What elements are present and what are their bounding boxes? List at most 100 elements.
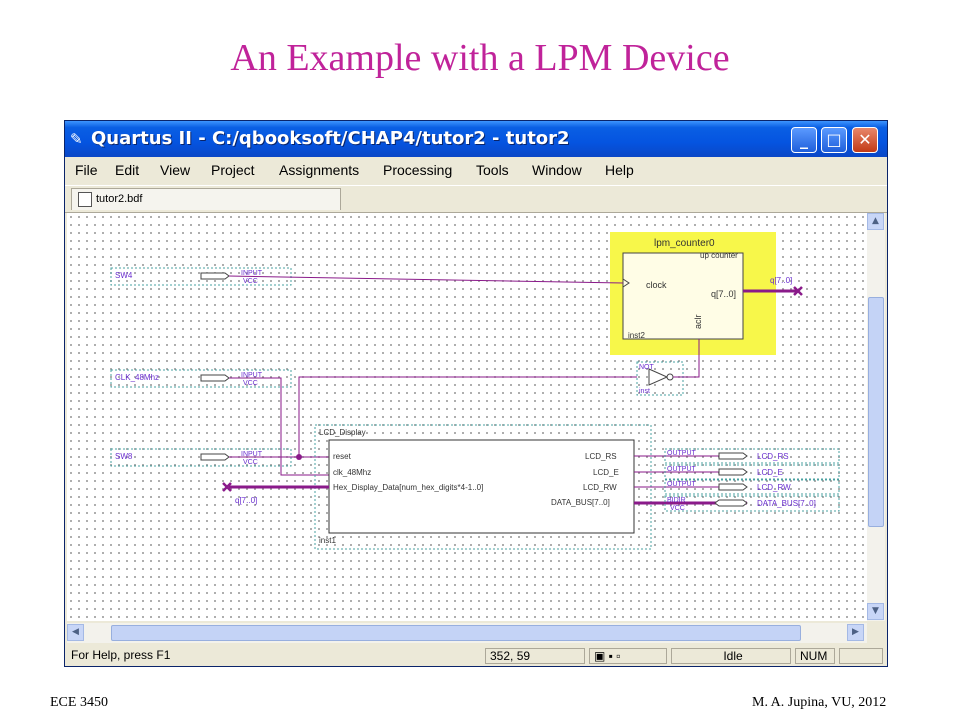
lcd-in-clk: clk_48Mhz [333,468,371,477]
pin-data-bus-type: BIDIR [667,497,686,504]
menu-bar: File Edit View Project Assignments Proce… [65,157,887,185]
status-state: Idle [671,648,791,664]
lcd-in-reset: reset [333,452,352,461]
pin-data-bus-name: DATA_BUS[7..0] [757,499,816,508]
hex-data-label: q[7..0] [235,496,257,505]
menu-file[interactable]: File [75,162,98,178]
scroll-left-icon[interactable]: ◀ [67,624,84,641]
not-gate-name: NOT [639,364,655,371]
close-button[interactable]: ✕ [852,127,878,153]
wire-reset-not [298,376,637,457]
quartus-window: ✎ Quartus II - C:/qbooksoft/CHAP4/tutor2… [64,120,888,667]
menu-processing[interactable]: Processing [383,162,453,178]
pin-clk-box[interactable] [110,369,292,388]
maximize-button[interactable]: □ [821,127,847,153]
lcd-out-rw: LCD_RW [583,483,617,492]
pin-sw8-name: SW8 [115,452,133,461]
quartus-app-icon: ✎ [70,130,83,148]
counter-name: lpm_counter0 [654,238,715,249]
horizontal-scrollbar[interactable]: ◀ ▶ [67,623,867,643]
not-gate-box[interactable] [636,361,684,396]
menu-tools[interactable]: Tools [476,162,509,178]
scroll-right-icon[interactable]: ▶ [847,624,864,641]
status-icons: ▣ ▪ ▫ [589,648,667,664]
footer-author: M. A. Jupina, VU, 2012 [752,695,887,710]
lcd-display-block[interactable] [328,439,635,534]
counter-subtitle: up counter [700,251,738,260]
bdf-file-icon [78,192,92,207]
vertical-scroll-thumb[interactable] [868,297,884,527]
pin-sw4-type: INPUT [241,270,263,277]
hex-data-x-icon [222,482,232,492]
wire-not-aclr [673,339,700,378]
pin-lcd-e-type: OUTPUT [667,466,697,473]
counter-clock-triangle [622,278,630,288]
pin-data-bus-default: VCC [670,505,685,512]
pin-clk-symbol [200,374,230,382]
pin-clk-type: INPUT [241,372,263,379]
pin-lcd-rs-box[interactable] [664,448,840,464]
status-num: NUM [795,648,835,664]
status-help-text: For Help, press F1 [71,648,171,662]
pin-data-bus-symbol [714,499,748,507]
pin-lcd-rs-type: OUTPUT [667,450,697,457]
pin-clk-name: CLK_48Mhz [115,373,159,382]
scroll-up-icon[interactable]: ▲ [867,213,884,230]
pin-sw4-default: VCC [243,278,258,285]
document-tab[interactable]: tutor2.bdf [71,188,341,210]
horizontal-scroll-thumb[interactable] [111,625,801,641]
vertical-scrollbar[interactable]: ▲ ▼ [867,213,885,621]
counter-instance: inst2 [628,331,645,340]
wire-junction [296,454,302,460]
slide-title: An Example with a LPM Device [230,37,730,79]
lcd-out-rs: LCD_RS [585,452,617,461]
lcd-out-e: LCD_E [593,468,619,477]
pin-sw4-symbol [200,272,230,280]
pin-lcd-rs-symbol [718,452,748,460]
scroll-down-icon[interactable]: ▼ [867,603,884,620]
not-gate-instance: inst [639,388,650,395]
status-empty-cell [839,648,883,664]
footer-course: ECE 3450 [50,695,108,710]
lcd-out-bus: DATA_BUS[7..0] [551,498,610,507]
pin-lcd-rs-name: LCD_RS [757,452,789,461]
wire-clk [229,377,329,476]
minimize-button[interactable]: _ [791,127,817,153]
document-tab-bar: tutor2.bdf [65,185,887,213]
menu-view[interactable]: View [160,162,191,178]
pin-sw8-symbol [200,453,230,461]
not-gate-bubble [666,373,674,381]
document-tab-label: tutor2.bdf [96,193,143,205]
lcd-display-name: LCD_Display [319,428,366,437]
window-title: Quartus II - C:/qbooksoft/CHAP4/tutor2 -… [91,128,570,149]
counter-aclr-port: aclr [693,314,703,329]
menu-window[interactable]: Window [532,162,582,178]
pin-lcd-rw-type: OUTPUT [667,481,697,488]
pin-data-bus-box[interactable] [664,495,840,512]
pin-sw4-box[interactable] [110,267,292,286]
status-coordinates: 352, 59 [485,648,585,664]
menu-edit[interactable]: Edit [115,162,140,178]
counter-q-port: q[7..0] [711,289,736,299]
counter-clock-port: clock [646,280,667,290]
lpm-counter-block[interactable] [622,252,744,340]
menu-project[interactable]: Project [211,162,255,178]
pin-lcd-rw-name: LCD_RW [757,483,791,492]
window-titlebar[interactable]: ✎ Quartus II - C:/qbooksoft/CHAP4/tutor2… [65,121,887,157]
pin-lcd-rw-box[interactable] [664,479,840,495]
counter-output-x-icon [793,286,803,296]
pin-clk-default: VCC [243,380,258,387]
pin-sw8-default: VCC [243,459,258,466]
pin-sw4-name: SW4 [115,271,133,280]
pin-lcd-e-box[interactable] [664,464,840,480]
counter-output-label: q[7..0] [770,276,792,285]
menu-help[interactable]: Help [605,162,634,178]
pin-lcd-e-symbol [718,468,748,476]
wire-sw4-clock [228,275,624,284]
pin-lcd-e-name: LCD_E [757,468,783,477]
lcd-in-hex: Hex_Display_Data[num_hex_digits*4-1..0] [333,483,483,492]
pin-sw8-type: INPUT [241,451,263,458]
pin-lcd-rw-symbol [718,483,748,491]
schematic-canvas[interactable]: lpm_counter0 up counter clock q[7..0] ac… [67,213,867,621]
menu-assignments[interactable]: Assignments [279,162,360,178]
